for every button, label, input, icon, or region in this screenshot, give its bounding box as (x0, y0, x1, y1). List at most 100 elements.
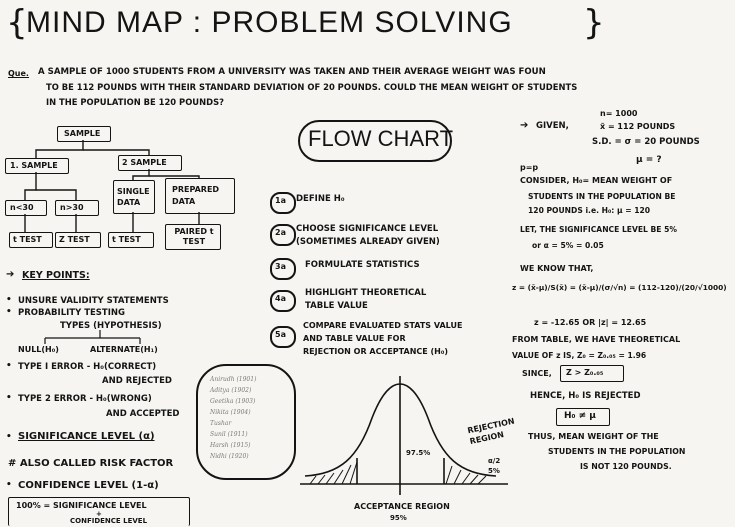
tree-paired-box (165, 224, 221, 250)
step-2-num: 2a (275, 228, 286, 237)
kp-sum-box (8, 497, 190, 526)
curve-center-pct: 97.5% (406, 449, 431, 457)
kp-sum-b: CONFIDENCE LEVEL (70, 517, 148, 525)
cloud-name-7: Harsh (1915) (210, 442, 251, 449)
tree-root-box (57, 126, 111, 142)
tree-t-test-box (9, 232, 53, 248)
kp-types: TYPES (HYPOTHESIS) (60, 321, 162, 331)
kp-bullet-6: • (6, 480, 12, 490)
given-sd: S.D. = σ = 20 POUNDS (592, 137, 700, 147)
sol-z-value: z = -12.65 OR |z| = 12.65 (534, 318, 647, 327)
step-3-badge (270, 258, 296, 280)
kp-type2-a: TYPE 2 ERROR - H₀(WRONG) (18, 394, 152, 404)
step-4-badge (270, 290, 296, 312)
kp-bullet-5: • (6, 432, 12, 442)
step-2-badge (270, 224, 296, 246)
acceptance-pct: 95% (390, 514, 407, 522)
tree-single-label: SINGLE DATA (117, 187, 150, 207)
right-brace: } (583, 3, 605, 43)
kp-probability: PROBABILITY TESTING (18, 308, 125, 318)
question-line-1: A SAMPLE OF 1000 STUDENTS FROM A UNIVERS… (38, 67, 546, 77)
tree-n-large-label: n>30 (60, 203, 84, 212)
kp-bullet-3: • (6, 361, 12, 371)
sol-table-1: FROM TABLE, WE HAVE THEORETICAL (512, 335, 681, 344)
kp-significance: SIGNIFICANCE LEVEL (α) (18, 431, 155, 442)
acceptance-region-label: ACCEPTANCE REGION (354, 502, 450, 511)
tree-two-sample-box (118, 155, 182, 171)
tree-prepared-label: PREPARED DATA (172, 185, 220, 206)
cloud-name-5: Tushar (210, 420, 232, 427)
given-label: GIVEN, (536, 121, 569, 131)
sol-since-box-text: Z > Z₀.₀₅ (566, 368, 604, 377)
sol-l6: WE KNOW THAT, (520, 264, 594, 273)
given-arrow: ➔ (520, 120, 529, 131)
step-5-badge (270, 326, 296, 348)
tree-single-box (113, 180, 155, 214)
tree-t-test-label: t TEST (13, 235, 42, 244)
kp-sum-a: 100% = SIGNIFICANCE LEVEL (16, 501, 147, 510)
cloud-name-3: Geetika (1903) (210, 398, 256, 405)
sol-since: SINCE, (522, 369, 552, 378)
flowchart-title-cloud (298, 120, 452, 162)
step-4-text: HIGHLIGHT THEORETICAL (305, 288, 427, 298)
sol-conclusion-1: THUS, MEAN WEIGHT OF THE (528, 432, 659, 441)
tree-root-label: SAMPLE (64, 129, 101, 138)
curve-tail-label: α/2 5% (488, 457, 501, 475)
step-4-sub: TABLE VALUE (305, 301, 368, 311)
sol-hence: HENCE, H₀ IS REJECTED (530, 391, 641, 401)
kp-type2-b: AND ACCEPTED (106, 409, 180, 419)
tree-z-test-label: Z TEST (59, 235, 90, 244)
step-4-num: 4a (275, 294, 286, 303)
given-n: n= 1000 (600, 109, 638, 118)
kp-sum-plus: + (96, 510, 102, 518)
page-title: MIND MAP : PROBLEM SOLVING (26, 6, 513, 39)
tree-paired-label: PAIRED t TEST (174, 227, 214, 246)
step-2-text: CHOOSE SIGNIFICANCE LEVEL (296, 224, 439, 234)
sol-l3: 120 POUNDS i.e. H₀: μ = 120 (528, 206, 651, 215)
kp-bullet-1: • (6, 295, 12, 305)
step-5-text: COMPARE EVALUATED STATS VALUE (303, 321, 463, 330)
cloud-name-4: Nikita (1904) (210, 409, 251, 416)
sol-l5: or α = 5% = 0.05 (532, 241, 604, 250)
tree-z-test-box (55, 232, 101, 248)
sol-since-box (560, 365, 624, 382)
tree-n-large-box (55, 200, 99, 216)
tree-t-test-2-box (108, 232, 154, 248)
tree-n-small-box (5, 200, 47, 216)
kp-risk: # ALSO CALLED RISK FACTOR (8, 458, 174, 469)
kp-null: NULL(H₀) (18, 345, 59, 354)
left-brace: { (6, 3, 28, 43)
sol-h-box (556, 408, 610, 426)
tree-t-test-2-label: t TEST (112, 235, 141, 244)
flowchart-title: FLOW CHART (308, 126, 454, 151)
question-line-3: IN THE POPULATION BE 120 POUNDS? (46, 97, 224, 107)
tree-two-sample-label: 2 SAMPLE (122, 158, 167, 167)
names-cloud (196, 364, 296, 480)
step-1-text: DEFINE H₀ (296, 194, 345, 204)
sol-conclusion-2: STUDENTS IN THE POPULATION (548, 447, 686, 456)
tree-one-sample-box (5, 158, 69, 174)
tree-prepared-box (165, 178, 235, 214)
sol-h-box-text: H₀ ≠ μ (564, 411, 596, 421)
step-1-num: 1a (275, 196, 286, 205)
sol-table-2: VALUE OF z IS, Z₀ = Z₀.₀₅ = 1.96 (512, 351, 647, 360)
sol-l2: STUDENTS IN THE POPULATION BE (528, 192, 676, 201)
sol-l4: LET, THE SIGNIFICANCE LEVEL BE 5% (520, 225, 678, 234)
step-2-sub: (SOMETIMES ALREADY GIVEN) (296, 237, 440, 247)
step-5-num: 5a (275, 330, 286, 339)
step-5-sub: AND TABLE VALUE FOR (303, 334, 406, 343)
key-points-arrow: ➔ (6, 269, 15, 280)
question-line-2: TO BE 112 POUNDS WITH THEIR STANDARD DEV… (46, 82, 578, 92)
step-3-num: 3a (275, 262, 286, 271)
kp-unsure: UNSURE VALIDITY STATEMENTS (18, 296, 169, 306)
kp-bullet-4: • (6, 393, 12, 403)
kp-type1-b: AND REJECTED (102, 376, 172, 386)
cloud-name-1: Anirudh (1901) (210, 376, 257, 383)
step-1-badge (270, 192, 296, 214)
given-xbar: x̄ = 112 POUNDS (600, 122, 676, 131)
step-5-sub2: REJECTION OR ACCEPTANCE (H₀) (303, 347, 449, 356)
